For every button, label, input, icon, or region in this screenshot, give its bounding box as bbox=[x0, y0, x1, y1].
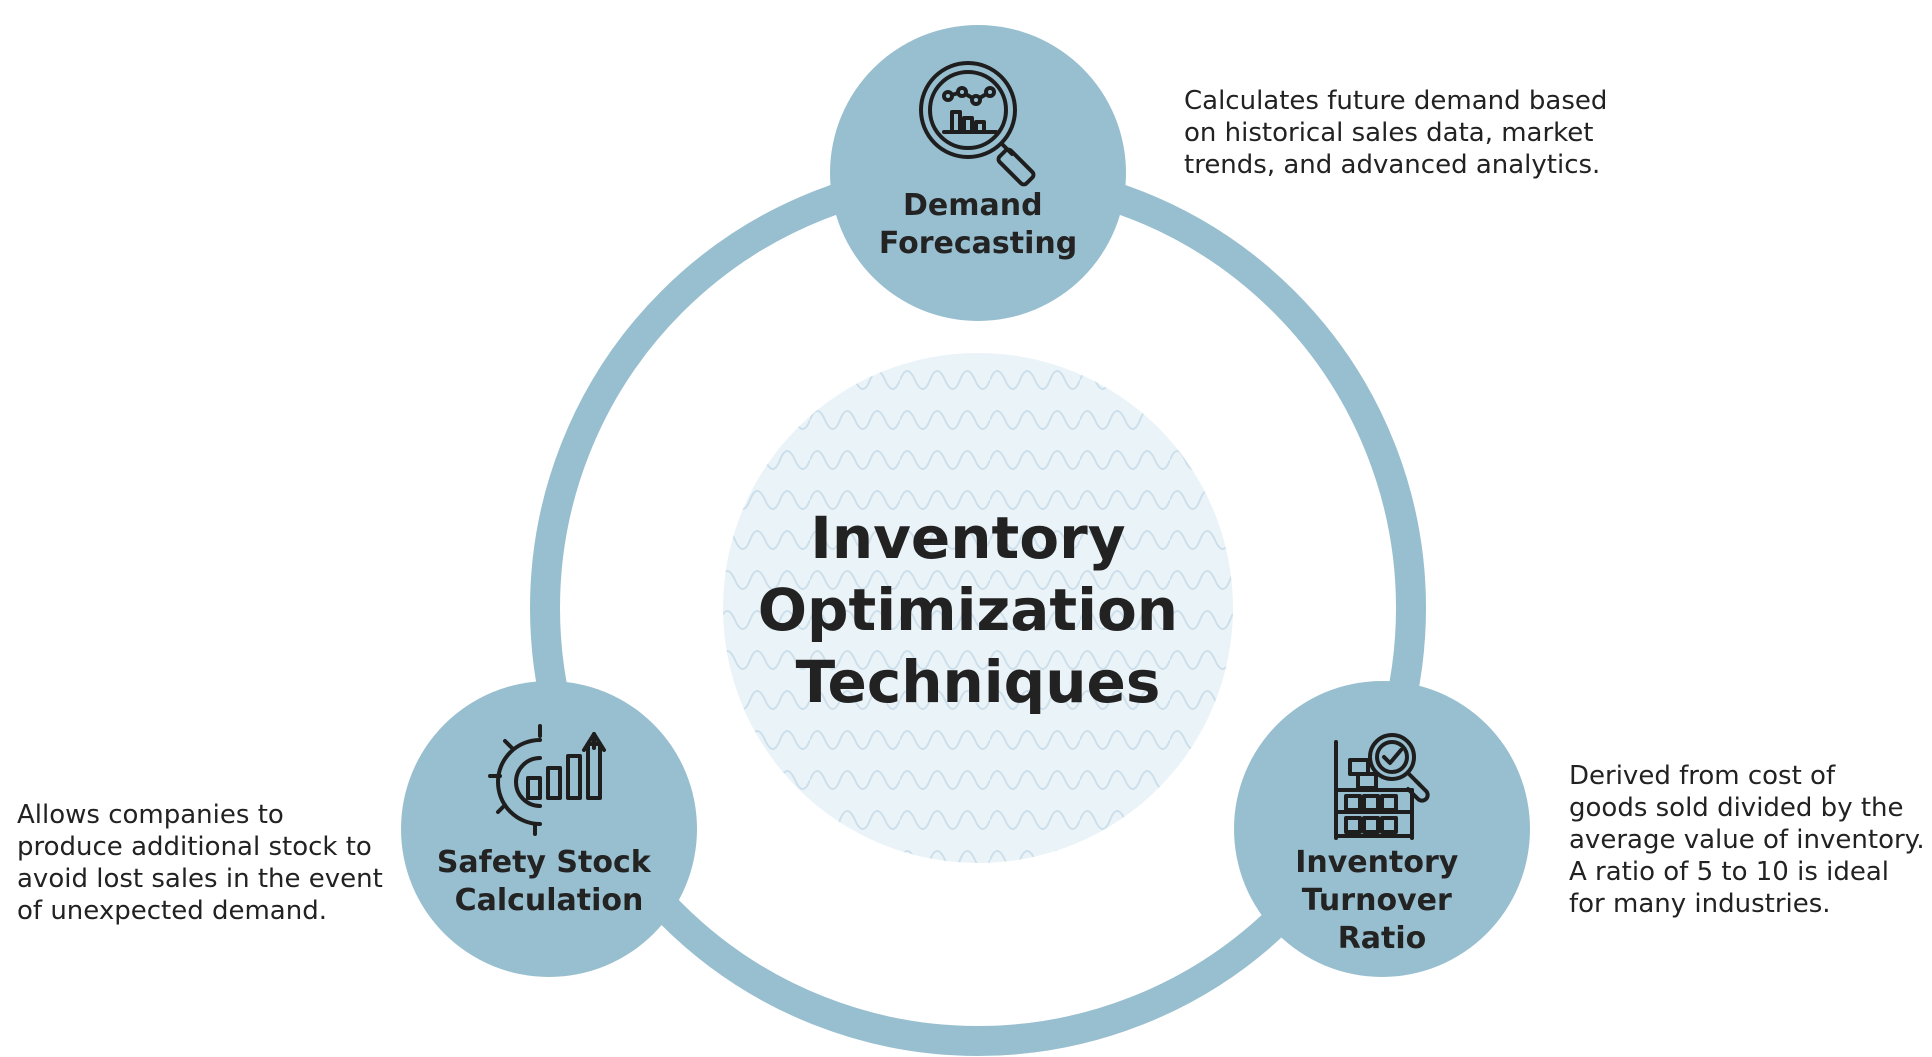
center-title-line-3: Techniques bbox=[796, 648, 1161, 716]
description-line: goods sold divided by the bbox=[1569, 793, 1904, 823]
description-line: on historical sales data, market bbox=[1184, 118, 1594, 148]
description-line: Derived from cost of bbox=[1569, 761, 1836, 791]
warehouse-shelf-inspection-icon bbox=[1334, 733, 1430, 840]
node-safety-stock-calculation: Safety Stock Calculation bbox=[401, 681, 697, 977]
description-line: of unexpected demand. bbox=[17, 896, 327, 926]
center-title-line-1: Inventory bbox=[810, 504, 1125, 572]
gear-growth-chart-icon bbox=[488, 724, 606, 836]
magnifier-chart-icon bbox=[919, 61, 1036, 187]
node-label-safety-stock-calculation: Safety Stock Calculation bbox=[437, 845, 661, 918]
description-line: avoid lost sales in the event bbox=[17, 864, 383, 894]
node-demand-forecasting: Demand Forecasting bbox=[830, 25, 1126, 321]
center-disc bbox=[723, 353, 1233, 863]
center-title-line-2: Optimization bbox=[758, 576, 1178, 644]
center-title: Inventory Optimization Techniques bbox=[758, 504, 1199, 716]
description-line: for many industries. bbox=[1569, 889, 1831, 919]
description-line: produce additional stock to bbox=[17, 832, 372, 862]
description-line: Allows companies to bbox=[17, 800, 284, 830]
description-line: average value of inventory. bbox=[1569, 825, 1925, 855]
description-inventory-turnover-ratio: Derived from cost of goods sold divided … bbox=[1569, 760, 1925, 920]
description-line: A ratio of 5 to 10 is ideal bbox=[1569, 857, 1890, 887]
description-line: trends, and advanced analytics. bbox=[1184, 150, 1601, 180]
node-label-inventory-turnover-ratio: Inventory Turnover Ratio bbox=[1295, 845, 1469, 956]
description-demand-forecasting: Calculates future demand based on histor… bbox=[1184, 85, 1607, 181]
node-label-demand-forecasting: Demand Forecasting bbox=[879, 188, 1077, 261]
description-safety-stock-calculation: Allows companies to produce additional s… bbox=[17, 799, 383, 927]
description-line: Calculates future demand based bbox=[1184, 86, 1608, 116]
node-inventory-turnover-ratio: Inventory Turnover Ratio bbox=[1234, 681, 1530, 977]
